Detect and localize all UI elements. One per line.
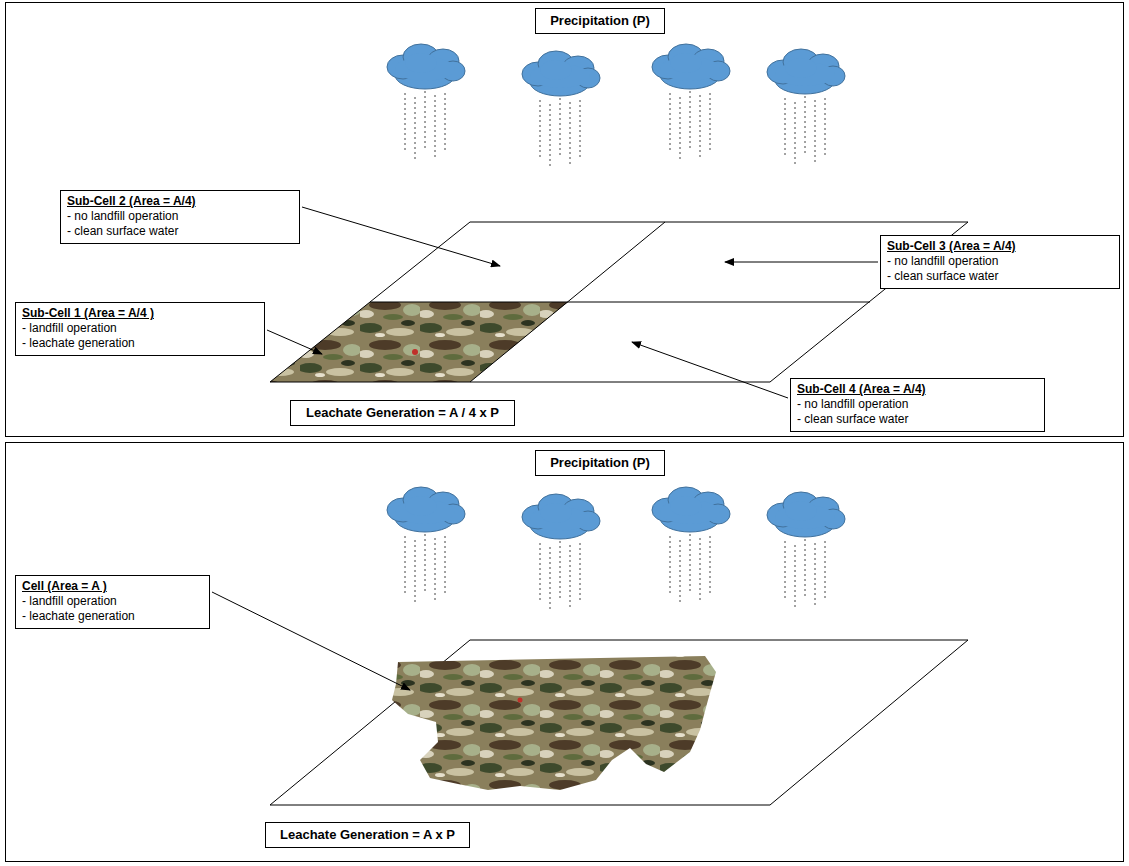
subcell-label: Sub-Cell 2 (Area = A/4)- no landfill ope… [60,190,300,244]
cell-heading: Sub-Cell 4 (Area = A/4) [797,382,1038,397]
box-title: Leachate Generation = A / 4 x P [299,405,506,421]
subcell-label: Sub-Cell 1 (Area = A/4 )- landfill opera… [15,302,265,356]
cell-note: - clean surface water [887,269,1113,284]
cell-heading: Cell (Area = A ) [22,579,203,594]
cell-label: Cell (Area = A )- landfill operation- le… [15,575,210,629]
subcell-label: Sub-Cell 3 (Area = A/4)- no landfill ope… [880,235,1120,289]
precipitation-box: Precipitation (P) [535,450,665,476]
cell-heading: Sub-Cell 3 (Area = A/4) [887,239,1113,254]
cell-note: - no landfill operation [797,397,1038,412]
cell-note: - landfill operation [22,594,203,609]
box-title: Precipitation (P) [544,455,656,471]
cell-heading: Sub-Cell 2 (Area = A/4) [67,194,293,209]
box-title: Leachate Generation = A x P [274,827,461,843]
cell-note: - clean surface water [797,412,1038,427]
cell-note: - clean surface water [67,224,293,239]
cell-heading: Sub-Cell 1 (Area = A/4 ) [22,306,258,321]
leachate-box: Leachate Generation = A / 4 x P [290,400,515,426]
box-title: Precipitation (P) [544,13,656,29]
cell-note: - no landfill operation [887,254,1113,269]
cell-note: - no landfill operation [67,209,293,224]
cell-note: - leachate generation [22,609,203,624]
subcell-label: Sub-Cell 4 (Area = A/4)- no landfill ope… [790,378,1045,432]
precipitation-box: Precipitation (P) [535,8,665,34]
cell-note: - leachate generation [22,336,258,351]
leachate-box: Leachate Generation = A x P [265,822,470,848]
cell-note: - landfill operation [22,321,258,336]
